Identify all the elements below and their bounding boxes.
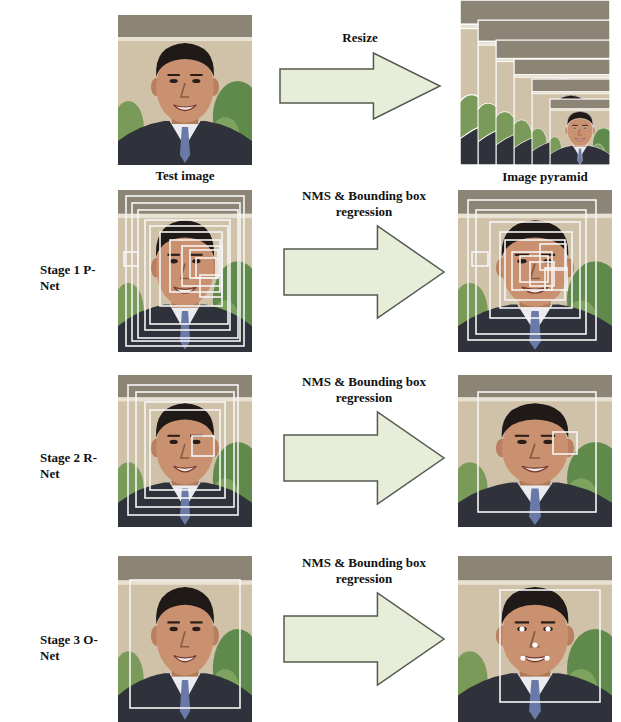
photo-part <box>545 626 550 631</box>
stage-label: Stage 1 P-Net <box>40 262 106 293</box>
photo-part <box>132 203 240 341</box>
photo-part <box>505 240 565 300</box>
arrow-outline <box>280 53 440 119</box>
block-arrow-shape <box>280 222 448 322</box>
photo-part <box>545 268 567 290</box>
block-arrow: NMS & Bounding box regression <box>272 188 456 322</box>
photo-part <box>519 626 524 631</box>
photo-part <box>150 226 228 324</box>
stage1-output-photo <box>452 190 621 352</box>
arrow-caption: Resize <box>340 30 379 46</box>
photo-part <box>510 59 617 165</box>
photo-part <box>200 275 222 297</box>
photo-part <box>468 200 596 340</box>
photo-part <box>544 655 549 660</box>
photo-part <box>136 392 234 507</box>
block-arrow-shape <box>280 408 448 508</box>
photo-part <box>548 99 615 165</box>
photo-part <box>553 432 577 454</box>
photo-part <box>170 240 220 292</box>
photo-part <box>530 262 554 286</box>
photo-part <box>126 196 244 346</box>
stage2-input-photo <box>113 375 262 527</box>
photo-part <box>472 252 488 266</box>
photo-part <box>150 410 220 490</box>
photo-part <box>473 20 620 165</box>
photo-part <box>520 655 525 660</box>
stage3-output-photo <box>452 556 621 722</box>
stage3-input-photo <box>113 556 262 722</box>
photo-part <box>190 250 218 278</box>
photo-part <box>512 252 552 290</box>
photo-part <box>540 244 566 270</box>
photo-part <box>478 392 596 512</box>
photo-part <box>454 0 621 165</box>
photo-part <box>182 246 222 286</box>
photo-part <box>520 256 548 282</box>
photo-part <box>492 40 619 165</box>
arrow-caption: NMS & Bounding box regression <box>272 188 456 219</box>
block-arrow-shape <box>280 589 448 689</box>
photo-part <box>490 222 580 318</box>
arrow-outline <box>284 412 444 504</box>
photo-part <box>532 642 537 647</box>
block-arrow: NMS & Bounding box regression <box>272 374 456 508</box>
photo-part <box>500 232 572 308</box>
stage-label: Stage 2 R-Net <box>40 450 106 481</box>
photo-part <box>500 590 600 702</box>
photo-part <box>550 99 610 165</box>
photo-part <box>124 252 138 266</box>
test-image <box>113 15 262 165</box>
block-arrow: Resize <box>274 30 446 123</box>
photo-part <box>128 385 238 515</box>
final-boxes <box>130 580 600 708</box>
photo-part <box>138 210 238 338</box>
stage2-output-photo <box>452 375 621 527</box>
photo-part <box>476 210 586 334</box>
photo-part <box>130 580 240 708</box>
photo-part <box>160 232 222 306</box>
arrow-caption: NMS & Bounding box regression <box>272 555 456 586</box>
stage1-input-photo <box>113 190 262 352</box>
arrow-outline <box>284 593 444 685</box>
image-caption: Test image <box>155 168 214 184</box>
arrow-caption: NMS & Bounding box regression <box>272 374 456 405</box>
block-arrow-shape <box>276 49 444 123</box>
stage-label: Stage 3 O-Net <box>40 632 106 663</box>
photo-part <box>529 79 616 165</box>
photo-part <box>192 436 214 456</box>
image-pyramid <box>454 0 621 165</box>
photo-part <box>145 220 230 330</box>
block-arrow: NMS & Bounding box regression <box>272 555 456 689</box>
arrow-outline <box>284 226 444 318</box>
facial-landmarks <box>519 626 550 660</box>
photo-part <box>145 402 225 498</box>
image-caption: Image pyramid <box>502 169 588 185</box>
